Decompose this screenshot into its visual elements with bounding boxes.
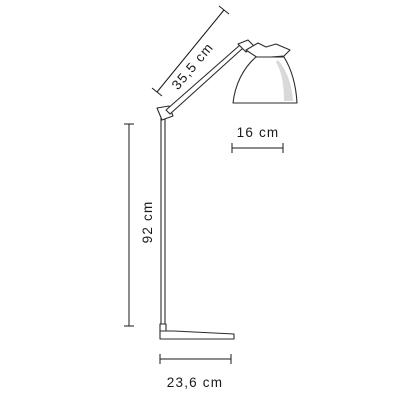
base-width-dimension: 23,6 cm bbox=[159, 354, 232, 390]
lamp-base-collar bbox=[159, 323, 167, 332]
lamp-drawing bbox=[156, 39, 298, 340]
shade-diameter-dimension: 16 cm bbox=[231, 125, 284, 153]
arm-length-dimension: 35,5 cm bbox=[151, 5, 230, 97]
height-label: 92 cm bbox=[140, 201, 155, 244]
lamp-pole bbox=[160, 117, 166, 325]
arm-length-end-tick-top bbox=[218, 5, 230, 15]
lamp-base bbox=[159, 330, 235, 340]
arm-length-end-tick-bottom bbox=[151, 87, 163, 97]
shade-diameter-label: 16 cm bbox=[237, 125, 280, 140]
base-width-label: 23,6 cm bbox=[167, 375, 223, 390]
lamp-shade-shadow bbox=[276, 60, 293, 101]
arm-length-label: 35,5 cm bbox=[169, 40, 217, 93]
height-dimension: 92 cm bbox=[124, 123, 155, 327]
arm-length-dimension-line bbox=[156, 9, 225, 93]
